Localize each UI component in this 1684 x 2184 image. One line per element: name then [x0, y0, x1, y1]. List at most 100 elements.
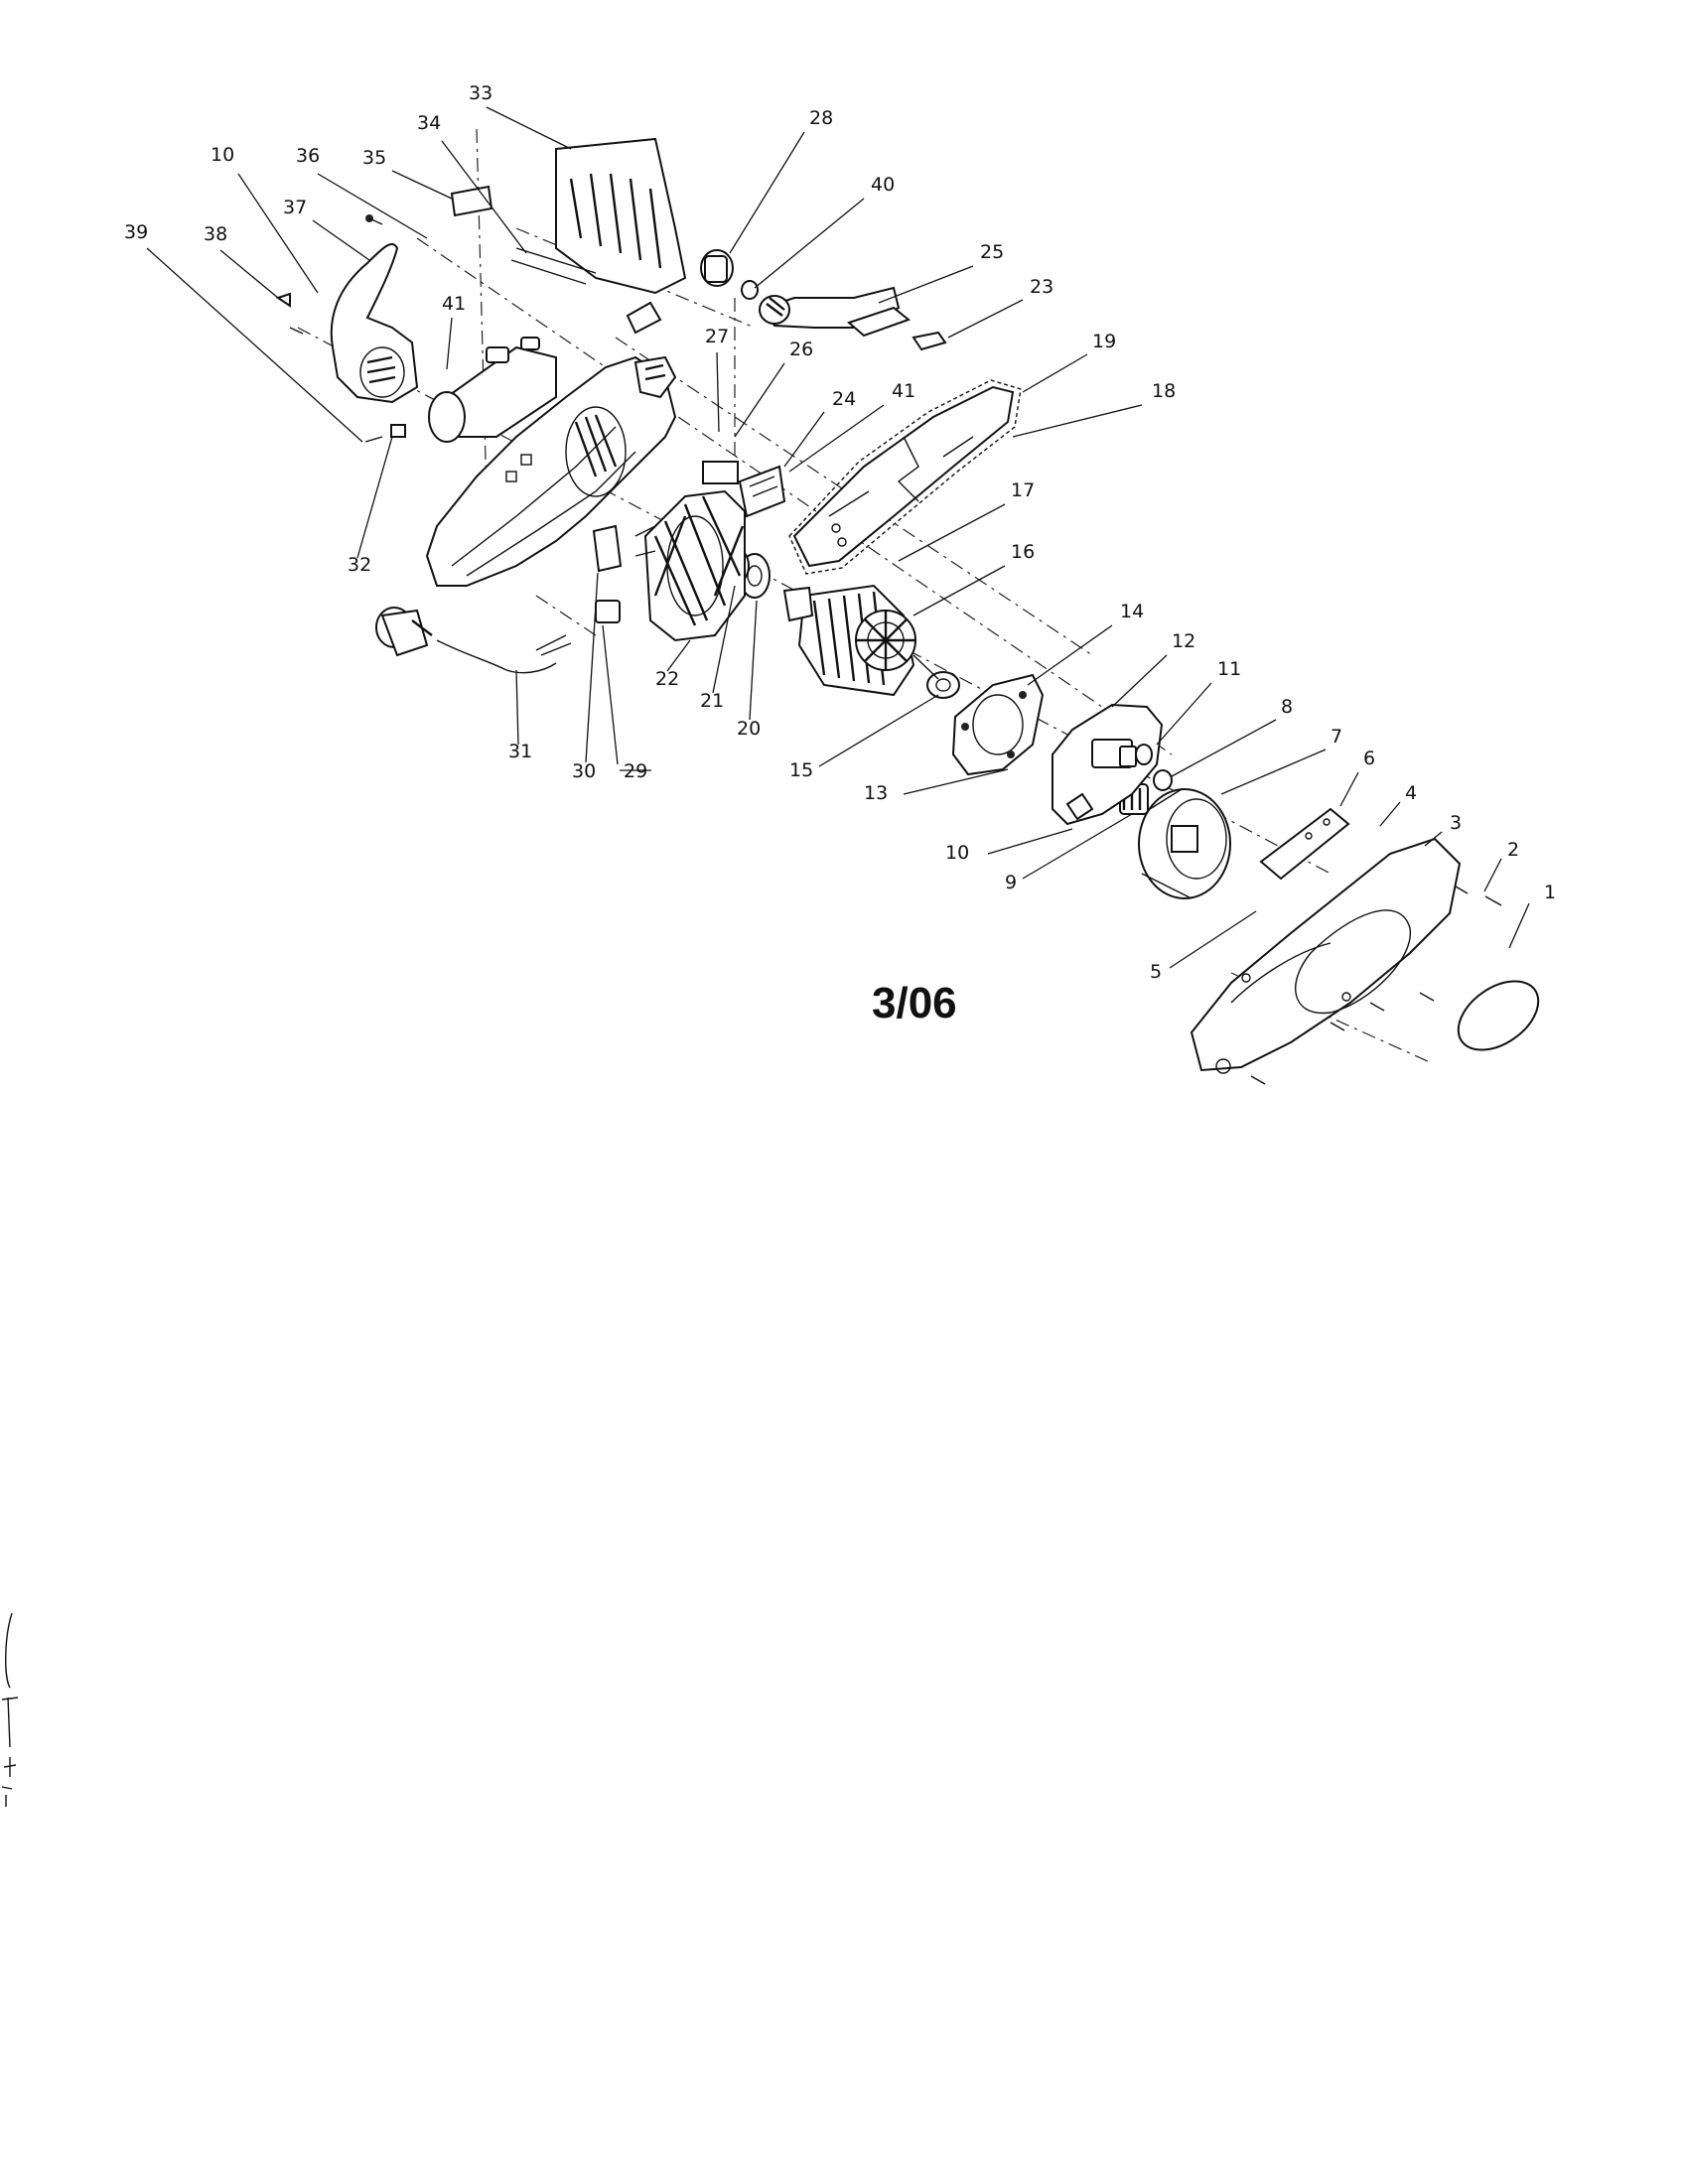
callout-leader-2 — [1483, 858, 1502, 892]
callout-leader-28 — [729, 131, 805, 254]
callout-label-39: 39 — [124, 221, 148, 243]
part-long-screws — [510, 247, 597, 285]
callout-leader-16 — [912, 565, 1006, 616]
callout-leader-26 — [734, 362, 785, 438]
date-code: 3/06 — [872, 979, 957, 1027]
callout-label-19: 19 — [1092, 331, 1116, 352]
callout-label-41: 41 — [442, 293, 466, 315]
callout-label-30: 30 — [572, 760, 596, 782]
part-nameplate — [555, 137, 687, 335]
callout-leader-15 — [818, 694, 939, 767]
callout-label-8: 8 — [1281, 696, 1293, 718]
callout-leader-5 — [1169, 910, 1257, 969]
callout-label-34: 34 — [417, 112, 441, 134]
callout-label-15: 15 — [789, 759, 813, 781]
callout-leader-27 — [716, 351, 720, 433]
callout-label-6: 6 — [1363, 748, 1375, 769]
part-armature — [782, 584, 939, 697]
part-brush-holder — [702, 461, 786, 518]
callout-label-1: 1 — [1544, 882, 1556, 903]
callout-label-22: 22 — [655, 668, 679, 690]
callout-label-27: 27 — [705, 326, 729, 347]
callout-leader-12 — [1111, 654, 1168, 708]
part-plate — [1259, 807, 1350, 881]
part-switch — [592, 524, 623, 623]
callout-label-36: 36 — [296, 145, 320, 167]
callout-label-37: 37 — [283, 197, 307, 218]
callout-label-23: 23 — [1030, 276, 1053, 298]
callout-label-20: 20 — [737, 718, 761, 740]
callout-leader-11 — [1156, 682, 1212, 746]
callout-leader-29 — [602, 624, 619, 765]
part-label — [450, 185, 493, 217]
callout-leader-35 — [391, 170, 453, 200]
callout-leader-6 — [1339, 771, 1359, 807]
callout-label-14: 14 — [1120, 601, 1144, 622]
callout-label-10: 10 — [945, 842, 969, 864]
callout-label-17: 17 — [1011, 479, 1035, 501]
part-screws-cover — [1250, 886, 1502, 1085]
callout-label-31: 31 — [508, 741, 532, 762]
callout-label-13: 13 — [864, 782, 888, 804]
callout-leader-40 — [754, 198, 865, 289]
part-knob — [700, 249, 759, 300]
part-lever — [759, 286, 947, 351]
part-field-coil — [634, 489, 746, 642]
callout-label-2: 2 — [1507, 839, 1519, 861]
callout-leader-8 — [1171, 719, 1277, 777]
callout-leader-7 — [1220, 749, 1327, 795]
callout-label-11: 11 — [1217, 658, 1241, 680]
callout-label-41: 41 — [892, 380, 915, 402]
callout-leader-20 — [749, 600, 758, 721]
part-bearing-plate — [951, 673, 1045, 776]
callout-leader-36 — [317, 173, 428, 239]
callout-label-12: 12 — [1172, 630, 1195, 652]
part-small-38-39 — [275, 292, 406, 443]
callout-leader-10 — [237, 173, 319, 294]
callout-leader-32 — [356, 436, 393, 559]
callout-leader-31 — [515, 669, 519, 746]
callout-label-4: 4 — [1405, 782, 1417, 804]
part-bar-and-chain — [788, 379, 1022, 575]
part-sprocket — [1138, 788, 1231, 899]
callout-label-35: 35 — [362, 147, 386, 169]
callout-label-10: 10 — [210, 144, 234, 166]
margin-handwriting — [1, 1612, 19, 1807]
part-motor-housing — [425, 337, 677, 587]
part-bearing-15 — [926, 671, 960, 699]
callout-label-29: 29 — [624, 760, 647, 782]
callout-leader-37 — [312, 219, 370, 261]
callout-leader-10 — [987, 828, 1073, 855]
callout-leader-1 — [1508, 902, 1530, 949]
part-power-cord — [375, 607, 572, 674]
callout-leader-17 — [898, 503, 1006, 562]
callout-leader-38 — [219, 249, 279, 299]
callout-label-38: 38 — [204, 223, 227, 245]
callout-label-3: 3 — [1450, 812, 1462, 834]
callout-leader-24 — [783, 411, 825, 468]
callout-leader-23 — [947, 299, 1024, 339]
callout-leader-39 — [146, 247, 363, 443]
callout-label-40: 40 — [871, 174, 895, 196]
callout-leader-34 — [441, 140, 527, 254]
callout-label-5: 5 — [1150, 961, 1162, 983]
callout-leader-25 — [878, 265, 974, 304]
callout-label-28: 28 — [809, 107, 833, 129]
callout-label-16: 16 — [1011, 541, 1035, 563]
callout-label-21: 21 — [700, 690, 724, 712]
callout-leader-41 — [788, 404, 885, 473]
callout-label-26: 26 — [789, 339, 813, 360]
callout-label-25: 25 — [980, 241, 1004, 263]
callout-labels: 1234567891010111213141516171819202122232… — [124, 82, 1556, 983]
callout-label-32: 32 — [348, 554, 371, 576]
callout-leader-14 — [1027, 624, 1113, 686]
callout-label-9: 9 — [1005, 872, 1017, 893]
callout-leader-30 — [585, 572, 599, 763]
part-rear-handle — [330, 214, 419, 404]
callout-leader-9 — [1022, 813, 1133, 880]
callout-label-33: 33 — [469, 82, 492, 104]
callout-leader-33 — [486, 106, 572, 150]
callout-leader-19 — [1022, 353, 1088, 393]
callout-leader-13 — [903, 768, 1009, 795]
part-cap — [1457, 980, 1540, 1051]
